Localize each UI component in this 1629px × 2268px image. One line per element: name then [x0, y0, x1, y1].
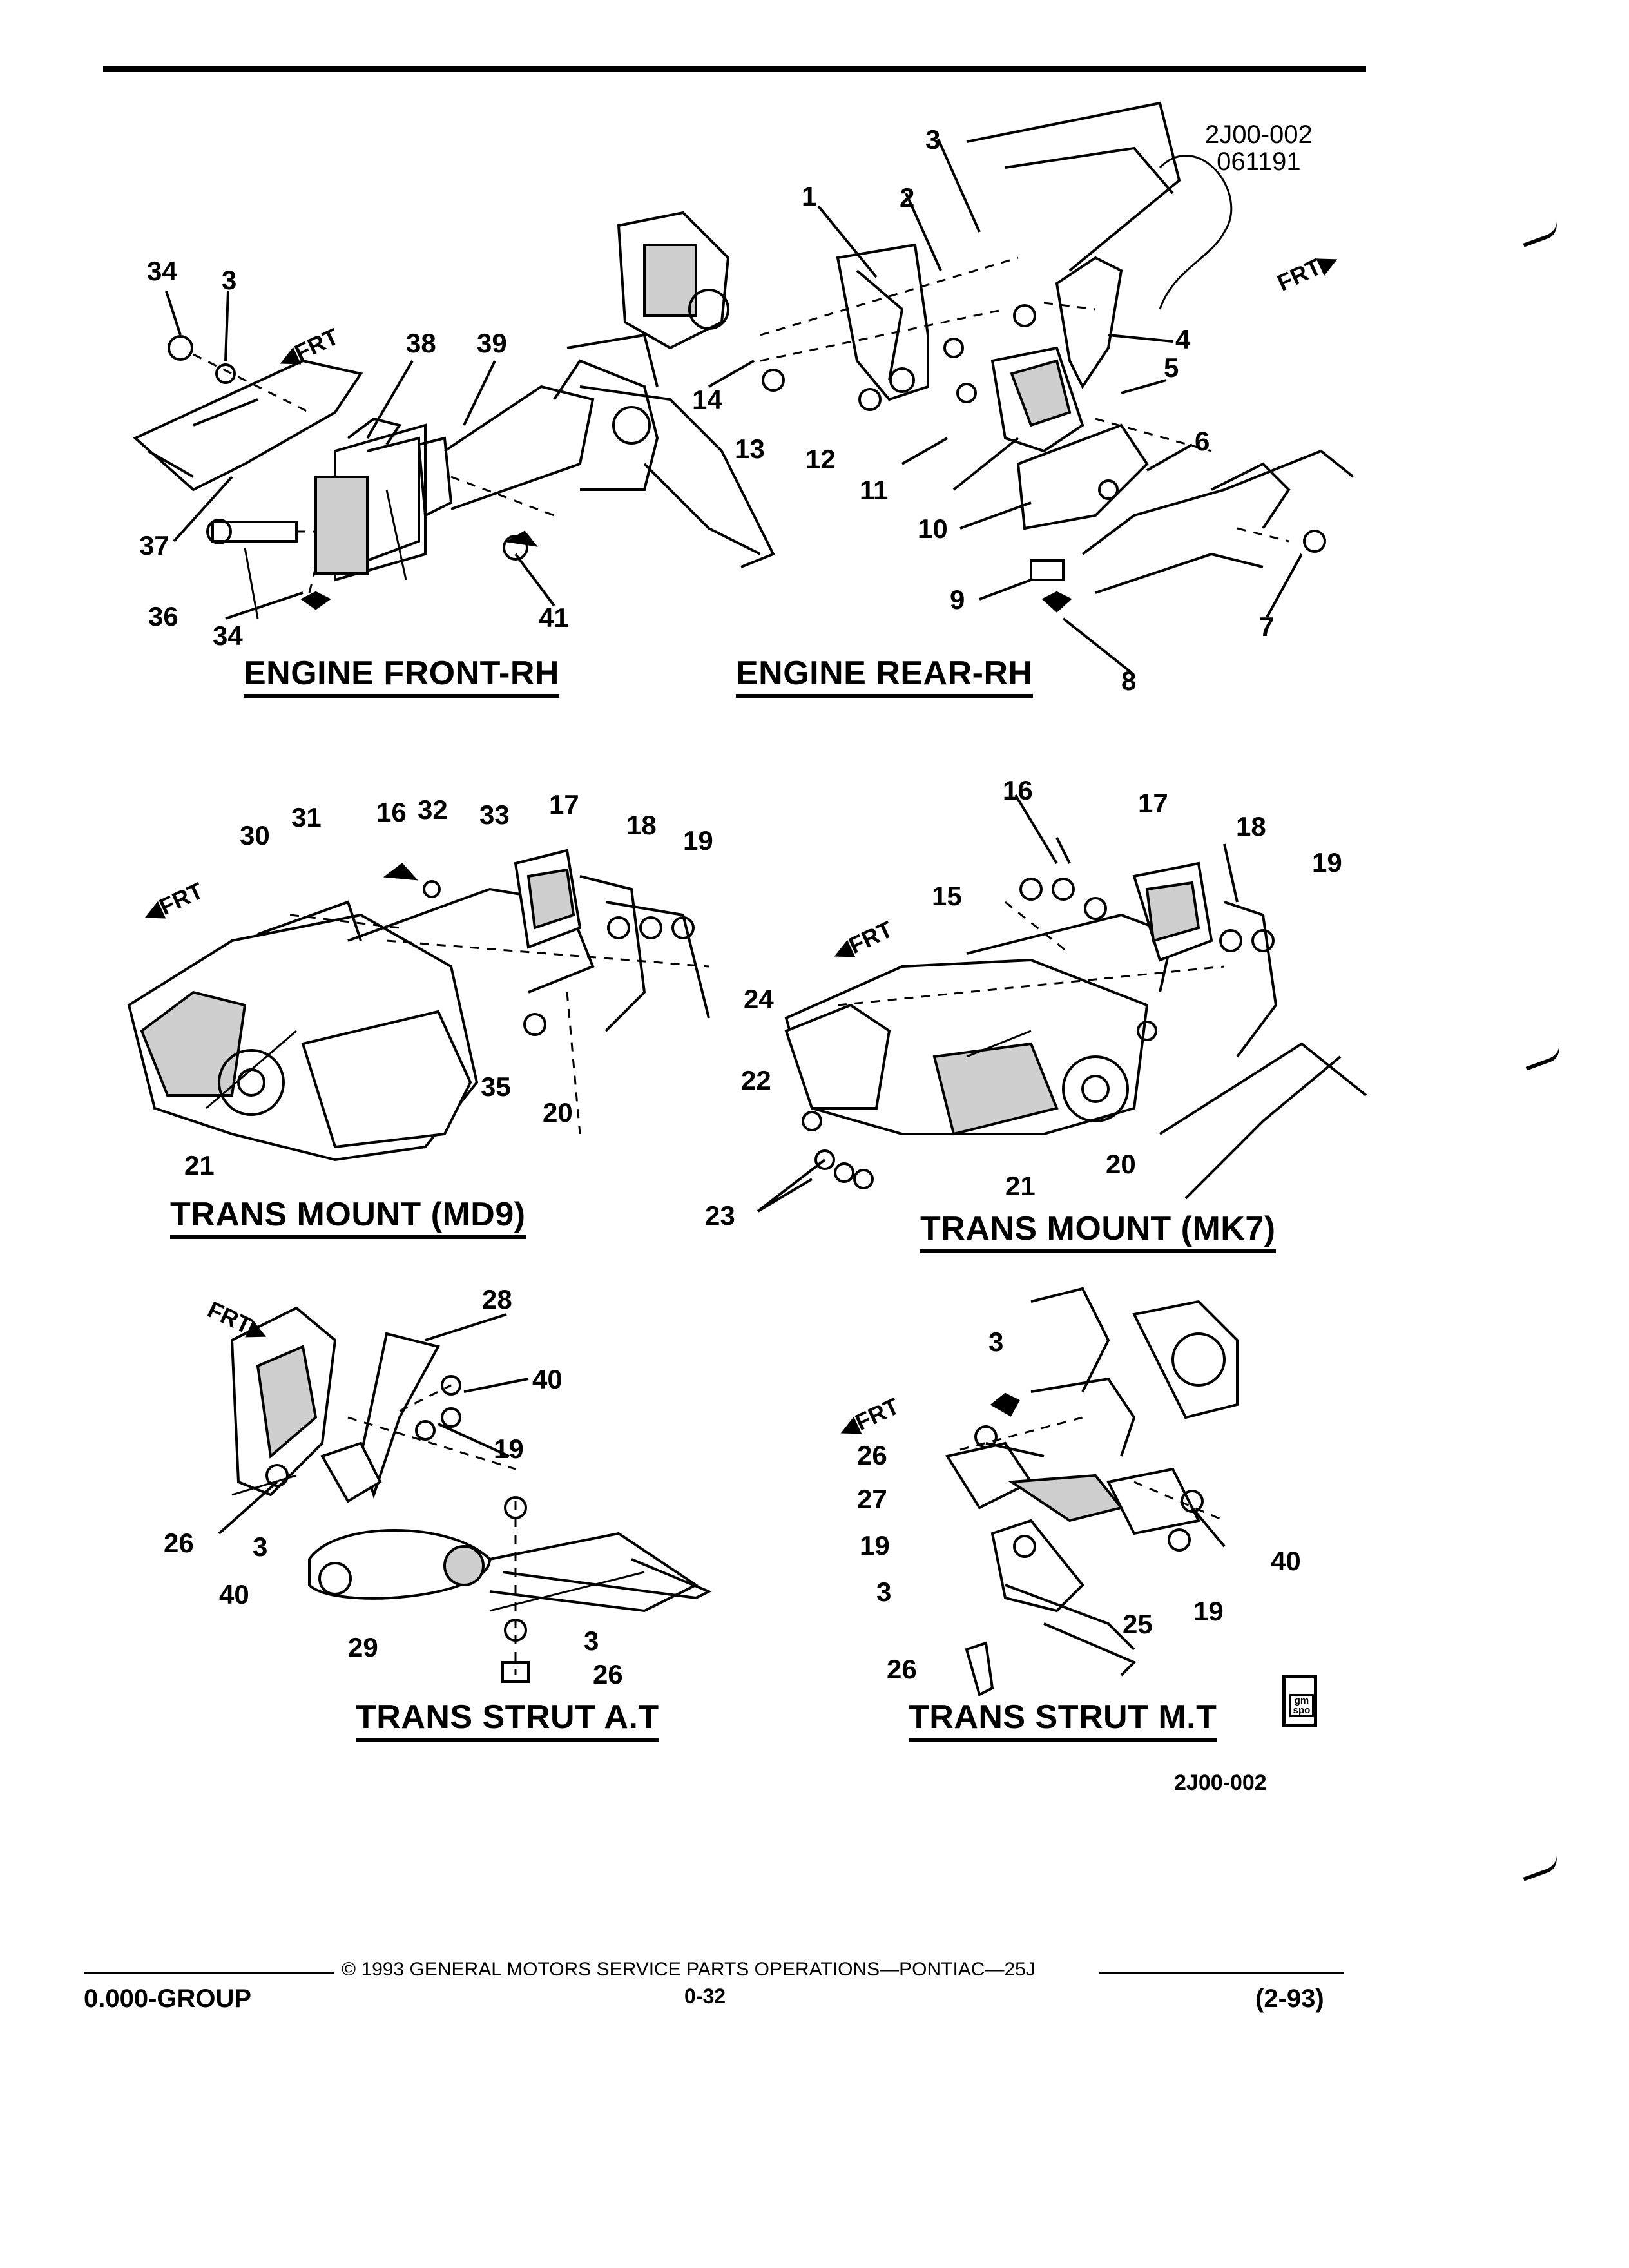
section-title-trans-mount-mk7: TRANS MOUNT (MK7)	[920, 1211, 1276, 1253]
callout: 3	[253, 1532, 268, 1562]
callout: 21	[1005, 1171, 1036, 1201]
callout: 38	[406, 328, 436, 358]
callout: 1	[802, 181, 817, 211]
callout: 13	[735, 434, 765, 464]
section-title-trans-mount-md9: TRANS MOUNT (MD9)	[170, 1197, 526, 1239]
callout: 11	[860, 475, 889, 505]
callout: 20	[543, 1097, 573, 1128]
callout: 33	[479, 800, 510, 830]
callout: 19	[1312, 847, 1342, 878]
ref-code-line1: 2J00-002	[1205, 120, 1313, 149]
callout: 14	[692, 385, 722, 415]
callout: 26	[164, 1528, 194, 1558]
callout: 41	[539, 602, 569, 633]
callout: 3	[925, 124, 941, 155]
footer-date: (2-93)	[1255, 1984, 1324, 2013]
callout: 18	[1236, 811, 1266, 841]
callout: 26	[593, 1659, 623, 1689]
callout: 16	[1003, 775, 1033, 805]
callout: 12	[805, 444, 836, 474]
callout: 9	[950, 584, 965, 615]
top-rule	[103, 66, 1366, 72]
footer-page-number: 0-32	[684, 1984, 726, 2008]
callout: 4	[1175, 324, 1191, 354]
callout: 31	[291, 802, 322, 832]
trans-mount-mk7-art	[784, 861, 1367, 1200]
callout: 3	[222, 265, 237, 295]
callout: 19	[494, 1434, 524, 1464]
callout: 3	[584, 1626, 599, 1656]
gm-spo-logo: gm spo	[1282, 1675, 1317, 1727]
gm-spo-logo-text: gm spo	[1289, 1694, 1314, 1717]
callout: 2	[900, 182, 915, 213]
section-title-trans-strut-mt: TRANS STRUT M.T	[909, 1700, 1217, 1742]
ref-code-block: 2J00-002 061191	[1205, 121, 1313, 175]
section-title-engine-rear-rh: ENGINE REAR-RH	[736, 656, 1033, 698]
callout: 8	[1121, 666, 1137, 696]
callout: 16	[376, 797, 407, 827]
callout: 40	[1271, 1546, 1301, 1576]
callout: 28	[482, 1284, 512, 1314]
callout: 25	[1123, 1609, 1153, 1639]
callout: 17	[549, 789, 579, 820]
ref-code-line2: 061191	[1217, 148, 1301, 176]
callout: 7	[1259, 611, 1275, 642]
callout: 29	[348, 1632, 378, 1662]
footer-group: 0.000-GROUP	[84, 1984, 252, 2013]
callout: 40	[219, 1579, 249, 1610]
callout: 24	[744, 984, 774, 1014]
callout-leaders	[165, 139, 1303, 1548]
trans-mount-md9-art	[127, 849, 710, 1162]
callout: 27	[857, 1484, 887, 1514]
callout: 26	[887, 1654, 917, 1684]
section-title-trans-strut-at: TRANS STRUT A.T	[356, 1700, 659, 1742]
callout: 26	[857, 1440, 887, 1470]
callout: 40	[532, 1364, 563, 1394]
callout: 19	[1193, 1596, 1224, 1626]
callout: 22	[741, 1065, 771, 1095]
trans-strut-mt-art	[945, 1287, 1239, 1696]
callout: 39	[477, 328, 507, 358]
callout: 5	[1164, 352, 1179, 383]
callout: 17	[1138, 788, 1168, 818]
callout: 21	[184, 1150, 215, 1180]
callout: 3	[876, 1577, 892, 1607]
trans-strut-at-art	[230, 1306, 712, 1683]
footer-rule-left	[84, 1972, 334, 1974]
callout: 34	[147, 256, 177, 286]
footer-rule-right	[1099, 1972, 1344, 1974]
callout: 10	[918, 514, 948, 544]
callout: 34	[213, 620, 243, 651]
section-title-engine-front-rh: ENGINE FRONT-RH	[244, 656, 559, 698]
footer-copyright: © 1993 GENERAL MOTORS SERVICE PARTS OPER…	[342, 1959, 1036, 1980]
callout: 30	[240, 820, 270, 850]
callout: 35	[481, 1072, 511, 1102]
callout: 19	[683, 825, 713, 856]
figure-code: 2J00-002	[1174, 1771, 1267, 1795]
callout: 37	[139, 530, 169, 561]
callout: 36	[148, 601, 178, 631]
callout: 18	[626, 810, 657, 840]
callout: 3	[988, 1327, 1004, 1357]
callout: 23	[705, 1200, 735, 1231]
callout: 32	[418, 794, 448, 825]
engine-rear-rh-art	[566, 101, 1354, 613]
callout: 15	[932, 881, 962, 911]
engine-front-rh-art	[133, 335, 761, 619]
callout: 6	[1195, 426, 1210, 456]
callout: 19	[860, 1530, 890, 1561]
callout: 20	[1106, 1149, 1136, 1179]
